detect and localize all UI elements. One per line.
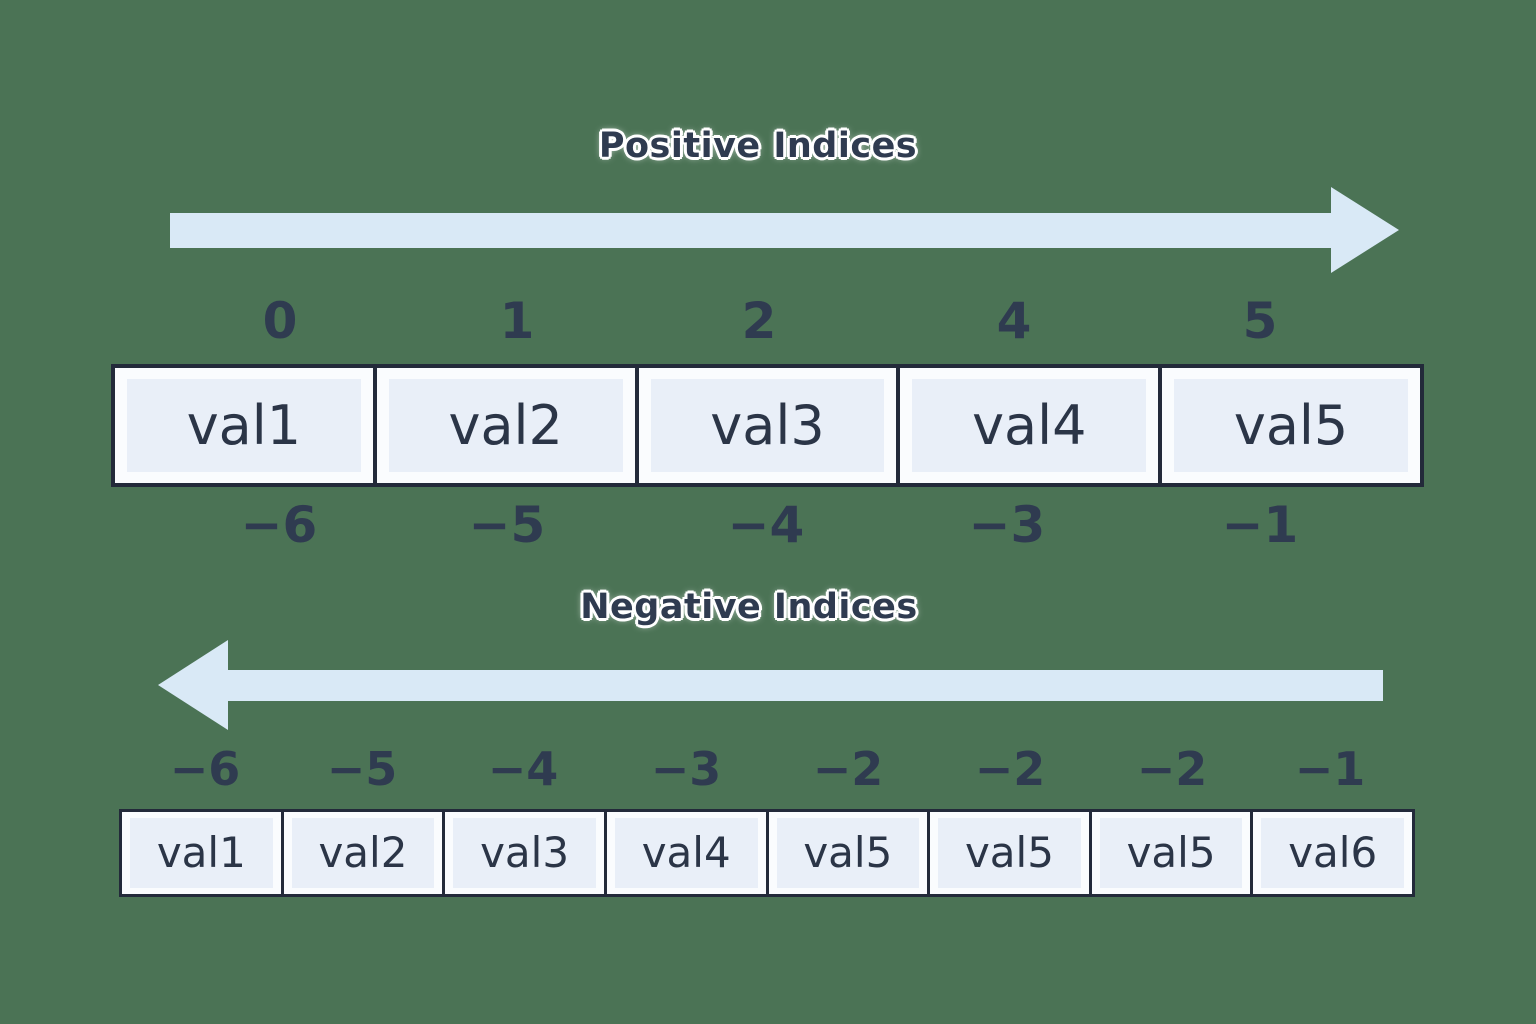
negative-indices-title: Negative Indices (580, 587, 918, 627)
right-arrow-shaft (170, 213, 1331, 248)
cell-value: val5 (938, 818, 1081, 888)
cell-value: val3 (453, 818, 596, 888)
negative-index-label: −1 (1221, 496, 1299, 554)
array-cell: val3 (639, 368, 901, 483)
negative-index-label: −4 (487, 742, 559, 796)
positive-index-label: 2 (741, 292, 777, 350)
left-arrow-head (158, 640, 228, 730)
array-cell: val6 (1253, 812, 1412, 894)
cell-value: val2 (291, 818, 435, 888)
cell-value: val5 (1099, 818, 1243, 888)
cell-value: val1 (130, 818, 273, 888)
array-cell: val2 (284, 812, 446, 894)
right-arrow-head (1331, 187, 1399, 273)
negative-index-label: −3 (650, 742, 722, 796)
cell-value: val4 (614, 818, 758, 888)
cell-value: val5 (1174, 379, 1408, 472)
negative-array-row: val1 val2 val3 val4 val5 val5 val5 val6 (119, 809, 1415, 897)
array-cell: val1 (115, 368, 377, 483)
negative-index-label: −2 (1136, 742, 1208, 796)
array-cell: val4 (900, 368, 1163, 483)
negative-index-label: −5 (326, 742, 398, 796)
array-cell: val4 (607, 812, 769, 894)
cell-value: val5 (776, 818, 920, 888)
cell-value: val4 (912, 379, 1147, 472)
array-cell: val5 (769, 812, 931, 894)
negative-index-label: −6 (240, 496, 318, 554)
negative-index-label: −2 (974, 742, 1046, 796)
positive-index-label: 0 (262, 292, 298, 350)
negative-index-label: −3 (968, 496, 1046, 554)
left-arrow-shaft (226, 670, 1383, 701)
array-cell: val1 (122, 812, 284, 894)
positive-index-label: 5 (1242, 292, 1278, 350)
array-cell: val5 (1092, 812, 1254, 894)
array-cell: val2 (377, 368, 639, 483)
array-cell: val5 (1162, 368, 1420, 483)
negative-index-label: −2 (812, 742, 884, 796)
negative-index-label: −1 (1294, 742, 1366, 796)
cell-value: val1 (127, 379, 361, 472)
positive-array-row: val1 val2 val3 val4 val5 (111, 364, 1424, 487)
positive-index-label: 4 (996, 292, 1032, 350)
array-cell: val5 (930, 812, 1092, 894)
cell-value: val6 (1261, 818, 1404, 888)
positive-indices-title: Positive Indices (598, 126, 918, 166)
cell-value: val3 (650, 379, 885, 472)
negative-index-label: −5 (468, 496, 546, 554)
positive-index-label: 1 (499, 292, 535, 350)
negative-index-label: −4 (727, 496, 805, 554)
negative-index-label: −6 (169, 742, 241, 796)
array-cell: val3 (445, 812, 607, 894)
cell-value: val2 (388, 379, 623, 472)
